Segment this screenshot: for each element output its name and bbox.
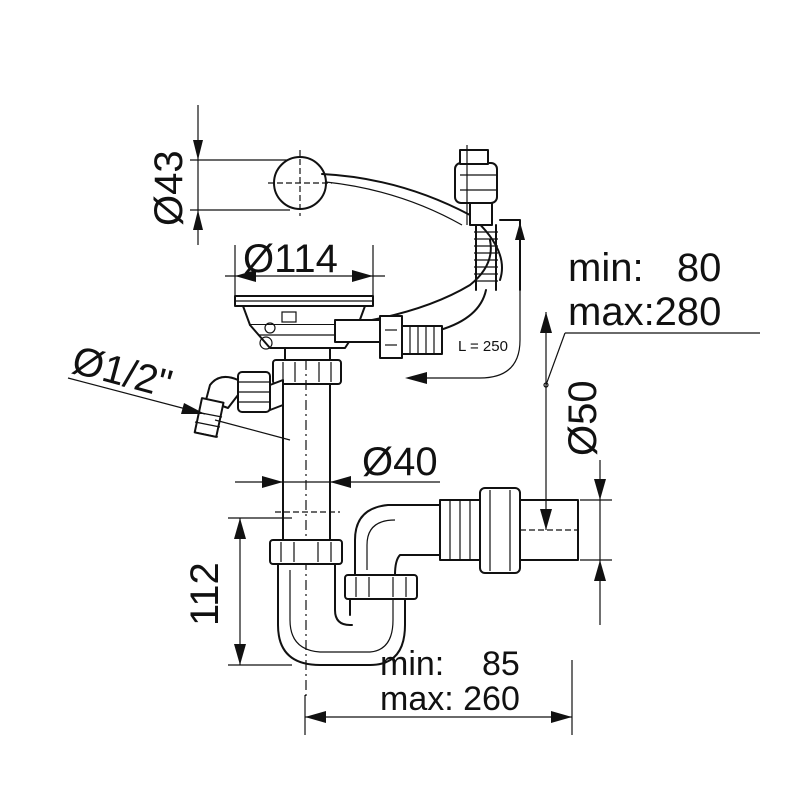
bottle-trap (269, 487, 579, 666)
strainer-waste-body (234, 295, 443, 385)
label-d50: Ø50 (561, 380, 605, 456)
dimension-d50: Ø50 (561, 380, 612, 625)
dimension-d43: Ø43 (147, 105, 290, 245)
dimension-outlet-height: min: 80 max:280 (540, 246, 760, 530)
label-top-max: max:280 (568, 290, 721, 334)
dimension-cable-length: L = 250 (405, 222, 525, 384)
overflow-head (439, 145, 521, 331)
dimension-d114: Ø114 (225, 237, 385, 300)
dimension-d-half-inch: Ø1/2" (68, 338, 206, 415)
label-cable-length: L = 250 (458, 338, 508, 355)
label-top-min: min: 80 (568, 246, 721, 290)
appliance-inlet (193, 371, 291, 441)
pop-up-knob (268, 150, 332, 216)
label-d-half-inch: Ø1/2" (68, 338, 177, 407)
label-bottom-max: max: 260 (380, 680, 520, 718)
label-bottom-min: min: 85 (380, 645, 520, 683)
dimension-112: 112 (183, 517, 292, 666)
label-112: 112 (183, 562, 227, 626)
label-d43: Ø43 (147, 150, 191, 226)
label-d114: Ø114 (243, 237, 338, 281)
label-d40: Ø40 (362, 440, 438, 484)
dimension-d40: Ø40 (235, 440, 440, 488)
tailpipe (275, 360, 340, 700)
dimension-outlet-offset: min: 85 max: 260 (304, 645, 573, 735)
